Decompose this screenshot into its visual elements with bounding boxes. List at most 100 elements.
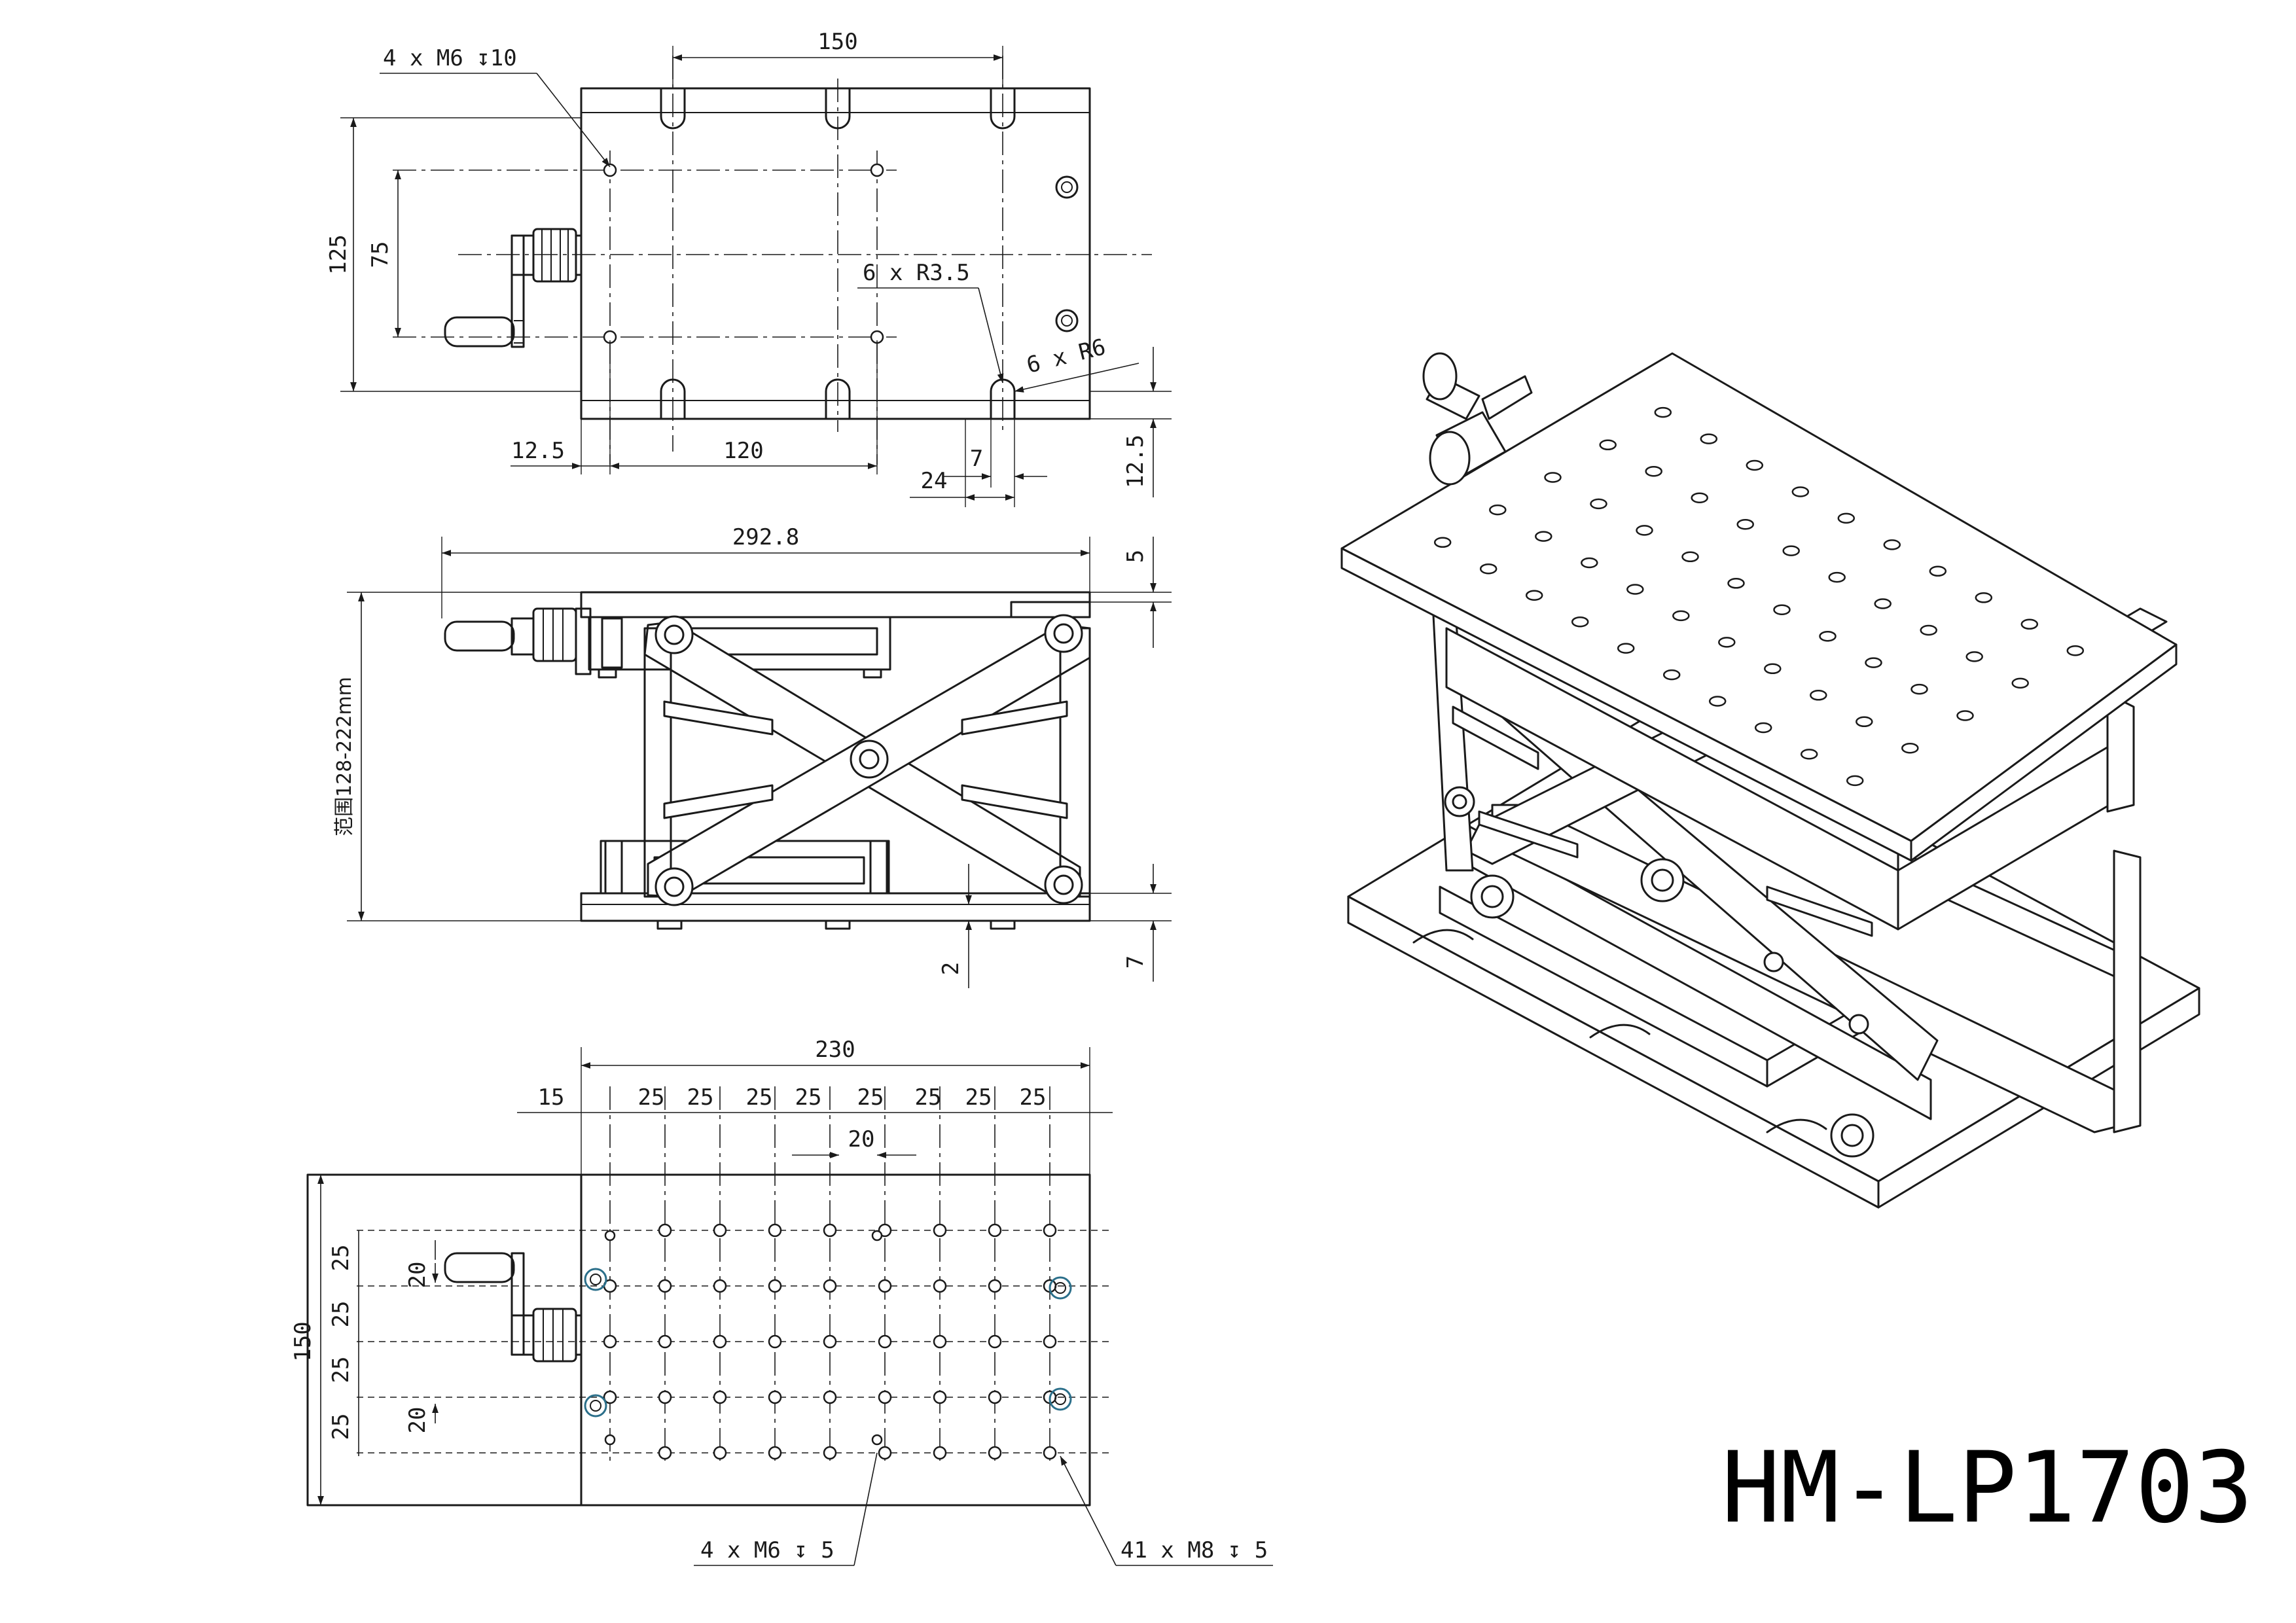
dim-120: 120 (723, 438, 763, 464)
iso-hole (1782, 545, 1800, 556)
grid-hole (713, 1334, 727, 1349)
iso-hole (1489, 504, 1507, 516)
iso-hole (1645, 465, 1662, 477)
note-4xm6-depth5: 4 x M6 ↧ 5 (700, 1537, 834, 1563)
model-number: HM-LP1703 (1721, 1431, 2253, 1545)
iso-hole (1965, 651, 1983, 662)
note-6xr6: 6 x R6 (1024, 334, 1109, 379)
grid-hole (988, 1446, 1002, 1460)
dim-7: 7 (970, 446, 983, 472)
iso-hole (1590, 498, 1607, 510)
grid-hole (988, 1334, 1002, 1349)
grid-hole (1043, 1334, 1057, 1349)
iso-hole (1544, 472, 1562, 483)
grid-hole (988, 1279, 1002, 1293)
grid-hole (713, 1390, 727, 1404)
iso-hole (1910, 683, 1928, 695)
iso-hole (1681, 551, 1699, 563)
crank-handle-iso (1422, 352, 1533, 486)
pitch-label: 25 (638, 1084, 665, 1111)
dim-range: 范围128-222mm (333, 677, 356, 836)
grid-hole (823, 1390, 837, 1404)
note-6xr3-5: 6 x R3.5 (863, 260, 970, 286)
iso-hole (1727, 578, 1745, 589)
iso-hole (1920, 624, 1937, 636)
iso-hole (1754, 722, 1772, 734)
iso-hole (1571, 616, 1589, 628)
note-4xm6-depth10: 4 x M6 ↧10 (383, 45, 517, 71)
iso-hole (1956, 710, 1974, 721)
grid-hole (1043, 1223, 1057, 1238)
grid-hole (1043, 1446, 1057, 1460)
grid-hole (988, 1223, 1002, 1238)
m6-hole (871, 1434, 883, 1446)
iso-hole (1636, 525, 1653, 536)
iso-hole (1865, 657, 1882, 668)
dim-12-5-left: 12.5 (511, 438, 565, 464)
dim-150: 150 (817, 29, 857, 55)
iso-hole (1581, 557, 1598, 569)
dim-24: 24 (921, 468, 948, 494)
grid-hole (823, 1334, 837, 1349)
pitch-label: 25 (795, 1084, 822, 1111)
dim-20-a: 20 (404, 1262, 431, 1289)
dim-15: 15 (538, 1084, 565, 1111)
iso-hole (1791, 486, 1810, 497)
m6-hole (604, 1230, 616, 1241)
iso-hole (1929, 565, 1947, 577)
m6-hole (604, 1434, 616, 1446)
pitch-label: 25 (915, 1084, 942, 1111)
grid-hole (768, 1334, 782, 1349)
dim-292-8: 292.8 (732, 524, 799, 550)
left-pitch-label: 25 (328, 1357, 354, 1383)
pitch-label: 25 (857, 1084, 884, 1111)
grid-hole (823, 1279, 837, 1293)
iso-hole (1708, 696, 1727, 707)
iso-hole (1662, 669, 1681, 681)
grid-hole (933, 1334, 947, 1349)
iso-hole (1837, 512, 1856, 524)
pitch-label: 25 (746, 1084, 773, 1111)
iso-hole (1672, 610, 1690, 622)
iso-hole (1846, 775, 1864, 787)
iso-hole (1874, 598, 1892, 609)
grid-hole (713, 1446, 727, 1460)
side-top-plate (580, 591, 1091, 618)
grid-hole (603, 1390, 617, 1404)
iso-hole (1901, 742, 1919, 754)
grid-hole (933, 1390, 947, 1404)
iso-hole (1764, 663, 1782, 675)
grid-hole (658, 1334, 672, 1349)
pitch-label: 25 (1020, 1084, 1047, 1111)
left-pitch-label: 25 (328, 1301, 354, 1328)
dim-5: 5 (1122, 550, 1149, 563)
grid-hole (823, 1446, 837, 1460)
grid-hole (713, 1279, 727, 1293)
dim-20-b: 20 (404, 1407, 431, 1434)
dim-125: 125 (325, 234, 351, 274)
left-pitch-label: 25 (328, 1245, 354, 1272)
iso-hole (1883, 539, 1901, 550)
grid-hole (933, 1446, 947, 1460)
grid-hole (658, 1446, 672, 1460)
grid-hole (988, 1390, 1002, 1404)
grid-hole (878, 1223, 892, 1238)
iso-hole (1718, 637, 1736, 648)
grid-hole (823, 1223, 837, 1238)
iso-hole (1819, 630, 1837, 642)
iso-hole (1856, 716, 1873, 728)
grid-hole (768, 1390, 782, 1404)
iso-hole (1736, 518, 1754, 530)
grid-hole (768, 1446, 782, 1460)
iso-hole (1535, 531, 1552, 542)
crank-handle-top (444, 228, 583, 348)
hole-grid-lines (357, 1086, 1113, 1466)
grid-hole (878, 1334, 892, 1349)
grid-hole (878, 1390, 892, 1404)
pitch-label: 25 (965, 1084, 992, 1111)
iso-hole (1654, 406, 1672, 418)
grid-hole (933, 1279, 947, 1293)
dim-12-5-right: 12.5 (1122, 435, 1149, 488)
grid-hole (933, 1223, 947, 1238)
m6-hole (871, 1230, 883, 1241)
